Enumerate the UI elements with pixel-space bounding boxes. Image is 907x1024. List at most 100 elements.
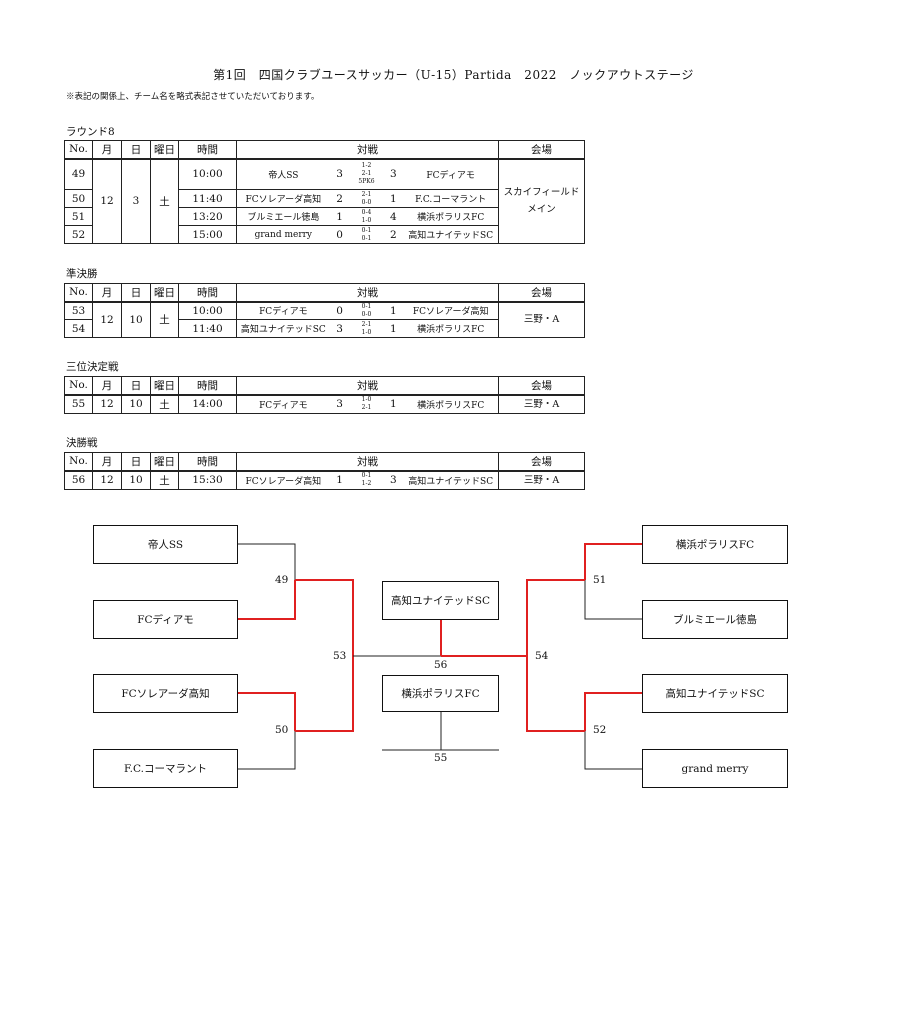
col-day: 日 <box>121 376 151 396</box>
away-team: FCソレアーダ高知 <box>412 307 489 318</box>
first-half-score: 2-1 <box>361 320 372 328</box>
away-score: 1 <box>390 304 397 317</box>
match-cell: FCソレアーダ高知 1 0-1 1-2 3 高知ユナイテッドSC <box>236 470 499 490</box>
match-no: 50 <box>64 189 93 208</box>
table-row: 52 15:00 grand merry 0 0-1 0-1 2 高知ユナイテッ… <box>64 225 585 244</box>
bracket-team-left-2: FCディアモ <box>93 600 238 639</box>
period-scores: 0-1 1-2 <box>350 472 384 488</box>
col-venue: 会場 <box>498 452 585 472</box>
away-score: 3 <box>390 168 397 181</box>
first-half-score: 0-1 <box>361 472 372 479</box>
away-team: 横浜ポラリスFC <box>417 213 485 223</box>
home-team: ブルミエール徳島 <box>247 213 320 223</box>
table-row: 54 11:40 高知ユナイテッドSC 3 2-1 1-0 1 横浜ポラリスFC <box>64 319 585 338</box>
match-label-55: 55 <box>434 752 448 764</box>
second-half-score: 2-1 <box>361 404 372 411</box>
month-cell: 12 <box>92 158 122 244</box>
page-title: 第1回 四国クラブユースサッカー（U-15）Partida 2022 ノックアウ… <box>213 68 694 82</box>
second-half-score: 0-1 <box>361 234 372 242</box>
match-label-53: 53 <box>333 650 347 662</box>
match-no: 56 <box>64 470 93 490</box>
match-no: 54 <box>64 319 93 338</box>
second-half-score: 0-0 <box>361 310 372 318</box>
bracket-team-left-3: FCソレアーダ高知 <box>93 674 238 713</box>
col-weekday: 曜日 <box>150 140 179 160</box>
away-team: FCディアモ <box>426 170 475 181</box>
bracket-line-50-top <box>238 692 296 731</box>
home-score: 0 <box>336 304 343 317</box>
bracket-line-52-top <box>584 692 642 731</box>
match-label-49: 49 <box>275 574 289 586</box>
match-cell: grand merry 0 0-1 0-1 2 高知ユナイテッドSC <box>236 225 499 244</box>
away-team: 高知ユナイテッドSC <box>408 231 494 241</box>
match-label-52: 52 <box>593 724 607 736</box>
first-half-score: 2-1 <box>361 190 372 198</box>
match-cell: FCディアモ 3 1-0 2-1 1 横浜ポラリスFC <box>236 394 499 414</box>
time-cell: 13:20 <box>178 207 237 226</box>
col-match: 対戦 <box>236 140 499 160</box>
home-score: 3 <box>336 398 343 410</box>
bracket-line-53-top <box>295 579 354 656</box>
champion-box: 高知ユナイテッドSC <box>382 581 499 620</box>
bracket-line-49-bottom <box>238 580 296 620</box>
venue-cell: 三野・A <box>498 301 585 338</box>
home-score: 1 <box>336 210 343 223</box>
third-place-box: 横浜ポラリスFC <box>382 675 499 712</box>
period-scores: 0-1 0-0 <box>350 303 384 319</box>
bracket-line-51-top <box>584 543 642 580</box>
table-header-row: No. 月 日 曜日 時間 対戦 会場 <box>64 140 585 160</box>
period-scores: 0-4 1-0 <box>350 209 384 225</box>
table-row: 49 12 3 土 10:00 帝人SS 3 1-2 2-1 5PK6 3 FC… <box>64 158 585 244</box>
bracket-line-54-bottom <box>526 656 585 732</box>
time-cell: 11:40 <box>178 319 237 338</box>
bracket-line-53-bottom <box>295 656 354 732</box>
col-venue: 会場 <box>498 376 585 396</box>
time-cell: 10:00 <box>178 158 237 190</box>
home-score: 3 <box>336 168 343 181</box>
col-no: No. <box>64 452 93 472</box>
venue-line2: メイン <box>527 204 556 216</box>
away-score: 1 <box>390 322 397 335</box>
bracket-team-right-2: ブルミエール徳島 <box>642 600 788 639</box>
bracket-team-right-4: grand merry <box>642 749 788 788</box>
away-team: 高知ユナイテッドSC <box>408 476 494 487</box>
period-scores: 1-2 2-1 5PK6 <box>350 162 384 186</box>
away-score: 2 <box>390 228 397 241</box>
first-half-score: 1-0 <box>361 396 372 403</box>
away-team: 横浜ポラリスFC <box>417 325 485 335</box>
away-team: 横浜ポラリスFC <box>417 400 485 411</box>
second-half-score: 1-2 <box>361 480 372 487</box>
time-cell: 15:00 <box>178 225 237 244</box>
home-team: FCソレアーダ高知 <box>245 476 322 487</box>
bracket-line-50-bottom <box>238 731 296 770</box>
match-label-54: 54 <box>535 650 549 662</box>
away-score: 3 <box>390 474 397 486</box>
second-half-score: 0-0 <box>361 198 372 206</box>
bracket-line-54-top <box>526 579 585 656</box>
away-score: 1 <box>390 192 397 205</box>
col-no: No. <box>64 283 93 303</box>
period-scores: 1-0 2-1 <box>350 396 384 412</box>
home-team: FCソレアーダ高知 <box>245 195 322 205</box>
third-place-table: No. 月 日 曜日 時間 対戦 会場 55 12 10 土 14:00 FCデ… <box>64 376 585 414</box>
day-cell: 3 <box>121 158 151 244</box>
away-score: 4 <box>390 210 397 223</box>
home-team: 高知ユナイテッドSC <box>240 325 326 335</box>
abbreviation-note: ※表記の関係上、チーム名を略式表記させていただいております。 <box>66 92 320 102</box>
home-score: 2 <box>336 192 343 205</box>
bracket-team-left-1: 帝人SS <box>93 525 238 564</box>
away-team: F.C.コーマラント <box>415 195 487 205</box>
section-label-final: 決勝戦 <box>66 437 98 449</box>
bracket-line-49-top <box>238 543 296 580</box>
match-no: 49 <box>64 158 93 190</box>
table-header-row: No. 月 日 曜日 時間 対戦 会場 <box>64 283 585 303</box>
home-score: 3 <box>336 322 343 335</box>
day-cell: 10 <box>121 470 151 490</box>
bracket-line-51-bottom <box>584 580 642 620</box>
bracket-team-left-4: F.C.コーマラント <box>93 749 238 788</box>
col-day: 日 <box>121 140 151 160</box>
bracket-team-right-3: 高知ユナイテッドSC <box>642 674 788 713</box>
table-row: 51 13:20 ブルミエール徳島 1 0-4 1-0 4 横浜ポラリスFC <box>64 207 585 226</box>
venue-cell: 三野・A <box>498 470 585 490</box>
section-label-round8: ラウンド8 <box>66 126 115 138</box>
